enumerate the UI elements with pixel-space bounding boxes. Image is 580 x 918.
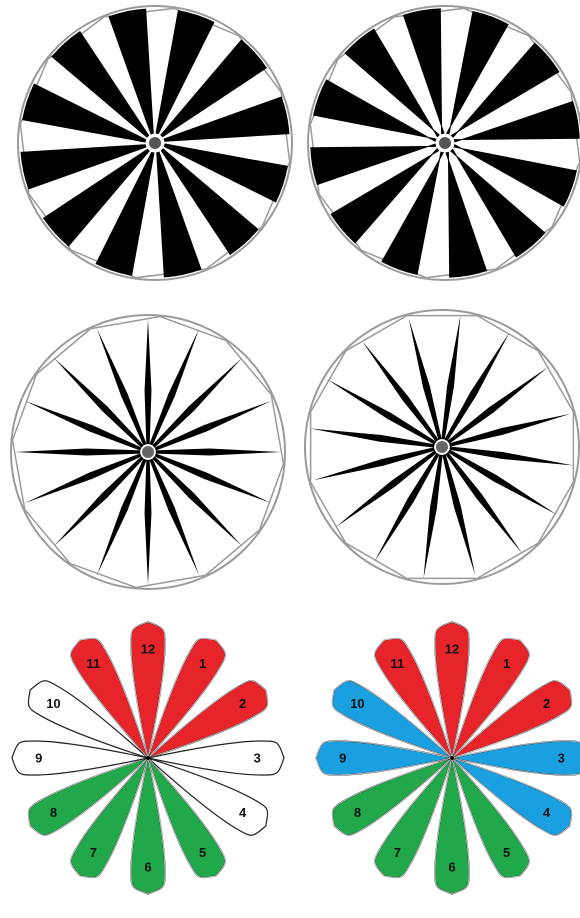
petal-label-9: 9 xyxy=(339,751,346,766)
petal-label-3: 3 xyxy=(254,751,261,766)
starburst-panel-left xyxy=(11,315,285,589)
petal-label-11: 11 xyxy=(87,656,101,671)
pinwheel-panel-right xyxy=(308,6,580,280)
petal-label-2: 2 xyxy=(543,696,550,711)
petal-label-10: 10 xyxy=(350,696,364,711)
center-hub xyxy=(439,137,451,149)
petal-label-9: 9 xyxy=(35,751,42,766)
petal-label-8: 8 xyxy=(50,805,57,820)
petal-label-8: 8 xyxy=(354,805,361,820)
petal-label-10: 10 xyxy=(46,696,60,711)
petal-label-12: 12 xyxy=(445,641,459,656)
petal-label-5: 5 xyxy=(199,845,206,860)
center-hub xyxy=(436,441,448,453)
petal-label-5: 5 xyxy=(503,845,510,860)
petal-flower-left: 123456789101112 xyxy=(12,622,284,894)
petal-label-7: 7 xyxy=(90,845,97,860)
petal-label-6: 6 xyxy=(144,860,151,875)
flower-center xyxy=(146,756,150,760)
petal-label-11: 11 xyxy=(391,656,405,671)
petal-label-4: 4 xyxy=(239,805,247,820)
petal-label-6: 6 xyxy=(448,860,455,875)
starburst-panel-right xyxy=(305,310,579,584)
pinwheel-panel-left xyxy=(17,5,292,280)
center-hub xyxy=(149,137,161,149)
petal-label-4: 4 xyxy=(543,805,551,820)
petal-label-12: 12 xyxy=(141,641,155,656)
flower-center xyxy=(450,756,454,760)
petal-label-1: 1 xyxy=(199,656,206,671)
petal-label-2: 2 xyxy=(239,696,246,711)
petal-label-3: 3 xyxy=(558,751,565,766)
petal-label-7: 7 xyxy=(394,845,401,860)
center-hub xyxy=(142,446,154,458)
petal-label-1: 1 xyxy=(503,656,510,671)
